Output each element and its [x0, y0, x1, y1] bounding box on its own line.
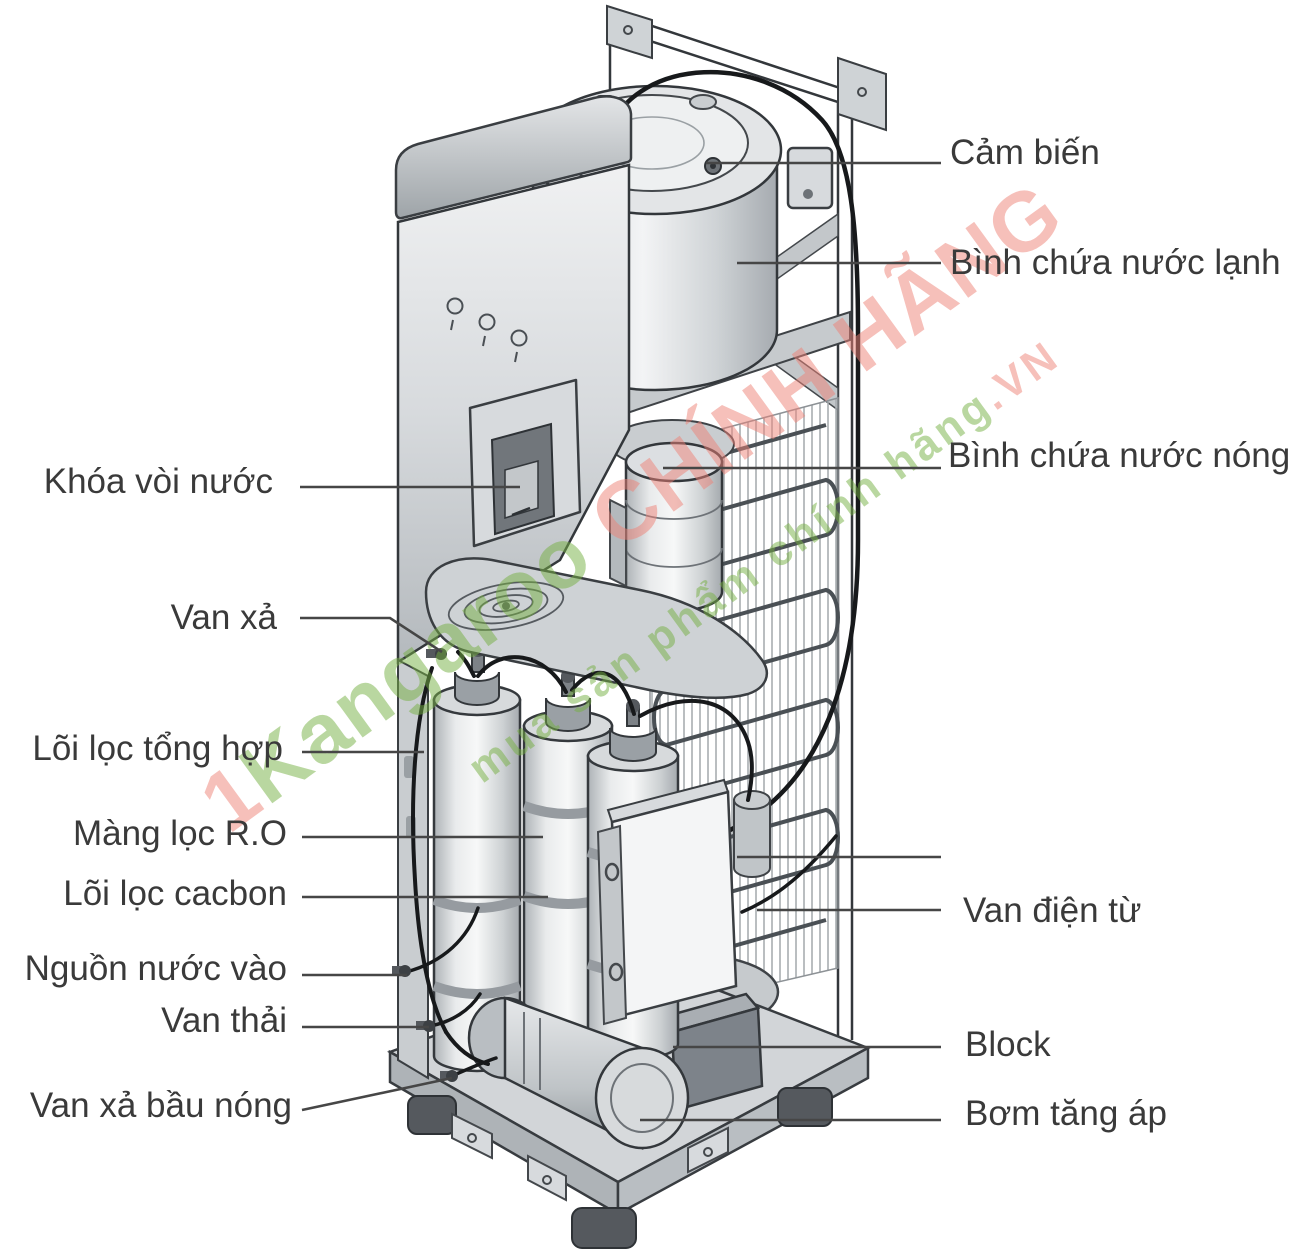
label-nguon-nuoc-vao: Nguồn nước vào — [25, 949, 287, 988]
control-buttons — [446, 297, 528, 363]
foot — [407, 1095, 457, 1135]
label-van-xa-bau-nong: Van xả bầu nóng — [30, 1086, 292, 1125]
mount-tab — [451, 1112, 493, 1160]
leader-lines — [300, 161, 941, 1122]
leader-van-xa — [300, 616, 443, 654]
drain-valve — [435, 648, 447, 660]
mount-tab — [527, 1154, 567, 1202]
dispenser — [468, 378, 582, 548]
label-van-dien-tu: Van điện từ — [963, 891, 1141, 930]
leader-van-xa-bau-nong — [301, 1076, 453, 1112]
label-cam-bien: Cảm biến — [950, 133, 1100, 172]
label-van-xa: Van xả — [171, 598, 278, 637]
label-binh-chua-nuoc-lanh: Bình chứa nước lạnh — [950, 243, 1281, 282]
booster-pump — [467, 996, 690, 1151]
label-loi-loc-tong-hop: Lõi lọc tổng hợp — [32, 729, 283, 768]
mount-tab — [687, 1126, 729, 1174]
label-block: Block — [965, 1025, 1051, 1064]
label-bom-tang-ap: Bơm tăng áp — [965, 1094, 1167, 1133]
label-van-thai: Van thải — [161, 1001, 287, 1040]
foot — [777, 1087, 833, 1127]
hot-water-tank — [609, 441, 724, 613]
back-frame — [606, 4, 887, 1040]
label-khoa-voi-nuoc: Khóa vòi nước — [44, 462, 273, 501]
part-labels: Cảm biến Bình chứa nước lạnh Bình chứa n… — [25, 133, 1291, 1133]
label-binh-chua-nuoc-nong: Bình chứa nước nóng — [948, 436, 1290, 475]
coil-serpentine — [652, 423, 840, 968]
label-mang-loc-ro: Màng lọc R.O — [73, 814, 287, 853]
tube — [740, 834, 838, 914]
faucet — [504, 460, 539, 520]
drip-tray — [424, 557, 768, 700]
foot — [571, 1207, 637, 1249]
frame-junction-box — [786, 146, 834, 210]
machine-illustration — [387, 4, 887, 1249]
top-cap — [394, 95, 633, 220]
tubing — [404, 650, 754, 1078]
label-loi-loc-cacbon: Lõi lọc cacbon — [63, 874, 287, 913]
